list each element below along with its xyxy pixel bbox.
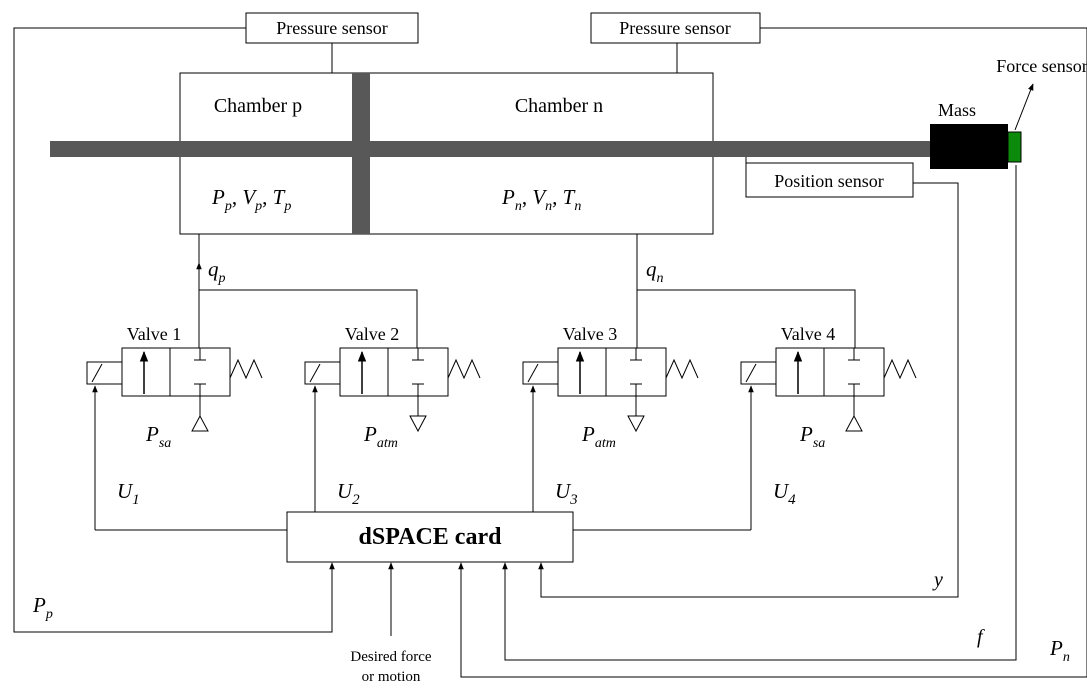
flow-qn-branch <box>637 289 856 348</box>
valve-1-cell-left <box>121 347 171 397</box>
wire-pressure-p <box>13 27 335 633</box>
position-sensor-label: Position sensor <box>774 171 884 191</box>
valve-2-label: Valve 2 <box>345 324 399 344</box>
valve-1-supply-label: Psa <box>145 422 171 451</box>
state-n-label: Pn, Vn, Tn <box>501 185 581 214</box>
valve-3-solenoid-slash <box>527 363 539 383</box>
valve-4-supply-triangle-icon <box>845 414 863 432</box>
mass-label: Mass <box>938 100 976 120</box>
valve-2-cell-left <box>339 347 389 397</box>
valve-3-supply-label: Patm <box>581 422 616 451</box>
pressure-sensor-left-label: Pressure sensor <box>276 18 387 38</box>
force-sensor-pointer <box>1014 83 1034 131</box>
mass-block <box>930 124 1008 169</box>
signal-pn-label: Pn <box>1049 636 1070 665</box>
valve-4-label: Valve 4 <box>781 324 835 344</box>
valve-1-supply-triangle-icon <box>191 414 209 432</box>
wire-force-f <box>502 165 1017 661</box>
valve-4-supply-label: Psa <box>799 422 825 451</box>
valve-2-supply-triangle-icon <box>409 415 427 433</box>
valve-2-solenoid-slash <box>309 363 321 383</box>
wire-position-y <box>538 182 959 598</box>
valve-1-control-label: U1 <box>117 479 140 508</box>
piston <box>352 73 370 234</box>
signal-y-label: y <box>932 569 943 591</box>
pressure-sensor-left <box>245 12 419 44</box>
signal-pp-label: Pp <box>32 593 53 622</box>
valve-2-solenoid-icon <box>304 361 341 385</box>
valve-3-label: Valve 3 <box>563 324 617 344</box>
valve-4-spring-icon <box>883 358 917 380</box>
valve-3-solenoid-icon <box>522 361 559 385</box>
valve-1-solenoid-icon <box>86 361 123 385</box>
valve-3-spring-icon <box>665 358 699 380</box>
dspace-card-label: dSPACE card <box>359 524 503 550</box>
valve-2-supply-label: Patm <box>363 422 398 451</box>
force-sensor-label: Force sensor <box>996 56 1087 76</box>
valve-3-control-label: U3 <box>555 479 578 508</box>
valve-2-spring-icon <box>447 358 481 380</box>
valve-3-supply-triangle-icon <box>627 415 645 433</box>
chamber-n-label: Chamber n <box>515 95 603 117</box>
valve-1-spring-icon <box>229 358 263 380</box>
dspace-card-box <box>286 511 574 563</box>
chamber-p-label: Chamber p <box>214 95 302 117</box>
piston-rod <box>50 141 933 157</box>
desired-input-line1: Desired force <box>350 649 432 665</box>
valve-4-cell-left <box>775 347 825 397</box>
valve-3-cell-left <box>557 347 607 397</box>
valve-4-control-label: U4 <box>773 479 796 508</box>
signal-f-label: f <box>977 626 985 648</box>
position-sensor-box <box>745 162 914 198</box>
state-p-label: Pp, Vp, Tp <box>211 185 291 214</box>
valve-1-solenoid-slash <box>91 363 103 383</box>
valve-1-label: Valve 1 <box>127 324 181 344</box>
flow-qp-label: qp <box>208 257 226 286</box>
force-sensor-element <box>1007 131 1022 163</box>
pressure-sensor-right-label: Pressure sensor <box>619 18 730 38</box>
valve-4-solenoid-icon <box>740 361 777 385</box>
valve-2-control-label: U2 <box>337 479 360 508</box>
desired-input-line2: or motion <box>362 669 421 685</box>
wire-pressure-n-feedback <box>458 28 1087 678</box>
pressure-sensor-right <box>590 12 761 44</box>
flow-qn-label: qn <box>646 257 664 286</box>
flow-qp-branch <box>199 289 418 348</box>
valve-4-solenoid-slash <box>745 363 757 383</box>
